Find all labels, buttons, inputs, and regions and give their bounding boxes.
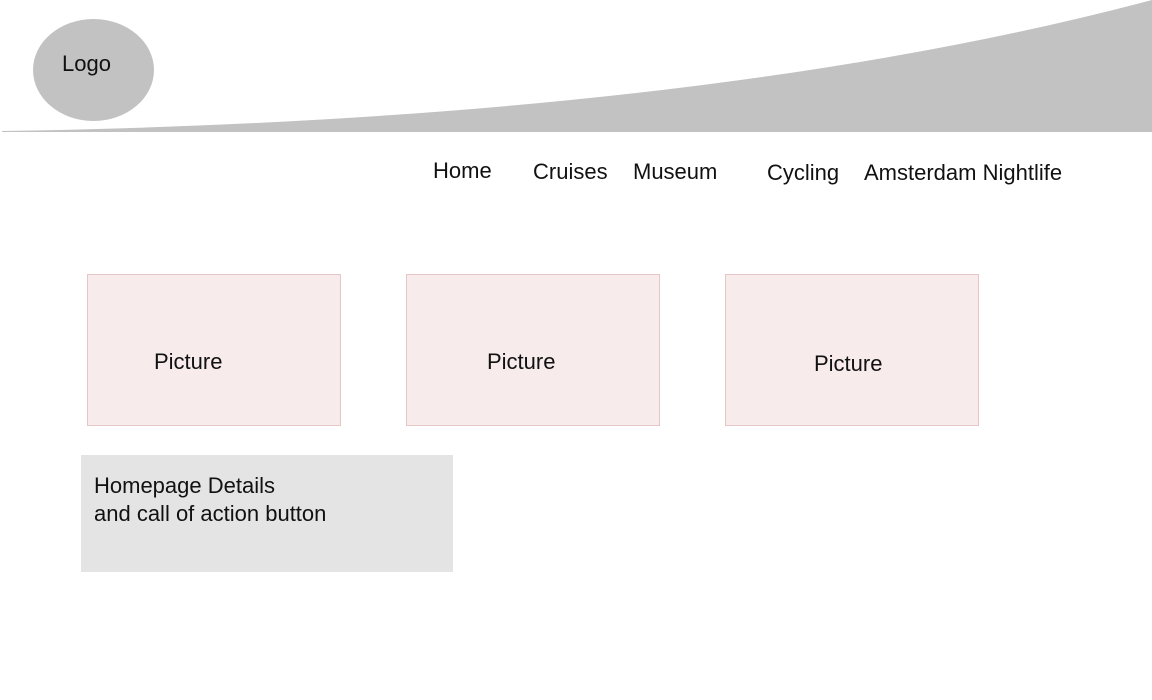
logo[interactable]: Logo [33, 19, 154, 121]
picture-placeholder-1: Picture [87, 274, 341, 426]
picture-label: Picture [814, 351, 883, 376]
picture-placeholder-3: Picture [725, 274, 979, 426]
picture-label: Picture [487, 349, 556, 374]
nav-item-museum[interactable]: Museum [633, 159, 718, 184]
logo-label: Logo [62, 51, 111, 76]
picture-label: Picture [154, 349, 223, 374]
header-swoosh [2, 0, 1152, 132]
picture-placeholder-2: Picture [406, 274, 660, 426]
details-title: Homepage Details [94, 473, 275, 498]
details-subtitle: and call of action button [94, 501, 327, 526]
nav-item-cycling[interactable]: Cycling [767, 160, 840, 185]
nav-item-cruises[interactable]: Cruises [533, 159, 608, 184]
homepage-details-box[interactable]: Homepage Details and call of action butt… [81, 455, 453, 572]
nav-item-amsterdam-nightlife[interactable]: Amsterdam Nightlife [864, 160, 1063, 185]
nav-item-home[interactable]: Home [433, 158, 492, 183]
